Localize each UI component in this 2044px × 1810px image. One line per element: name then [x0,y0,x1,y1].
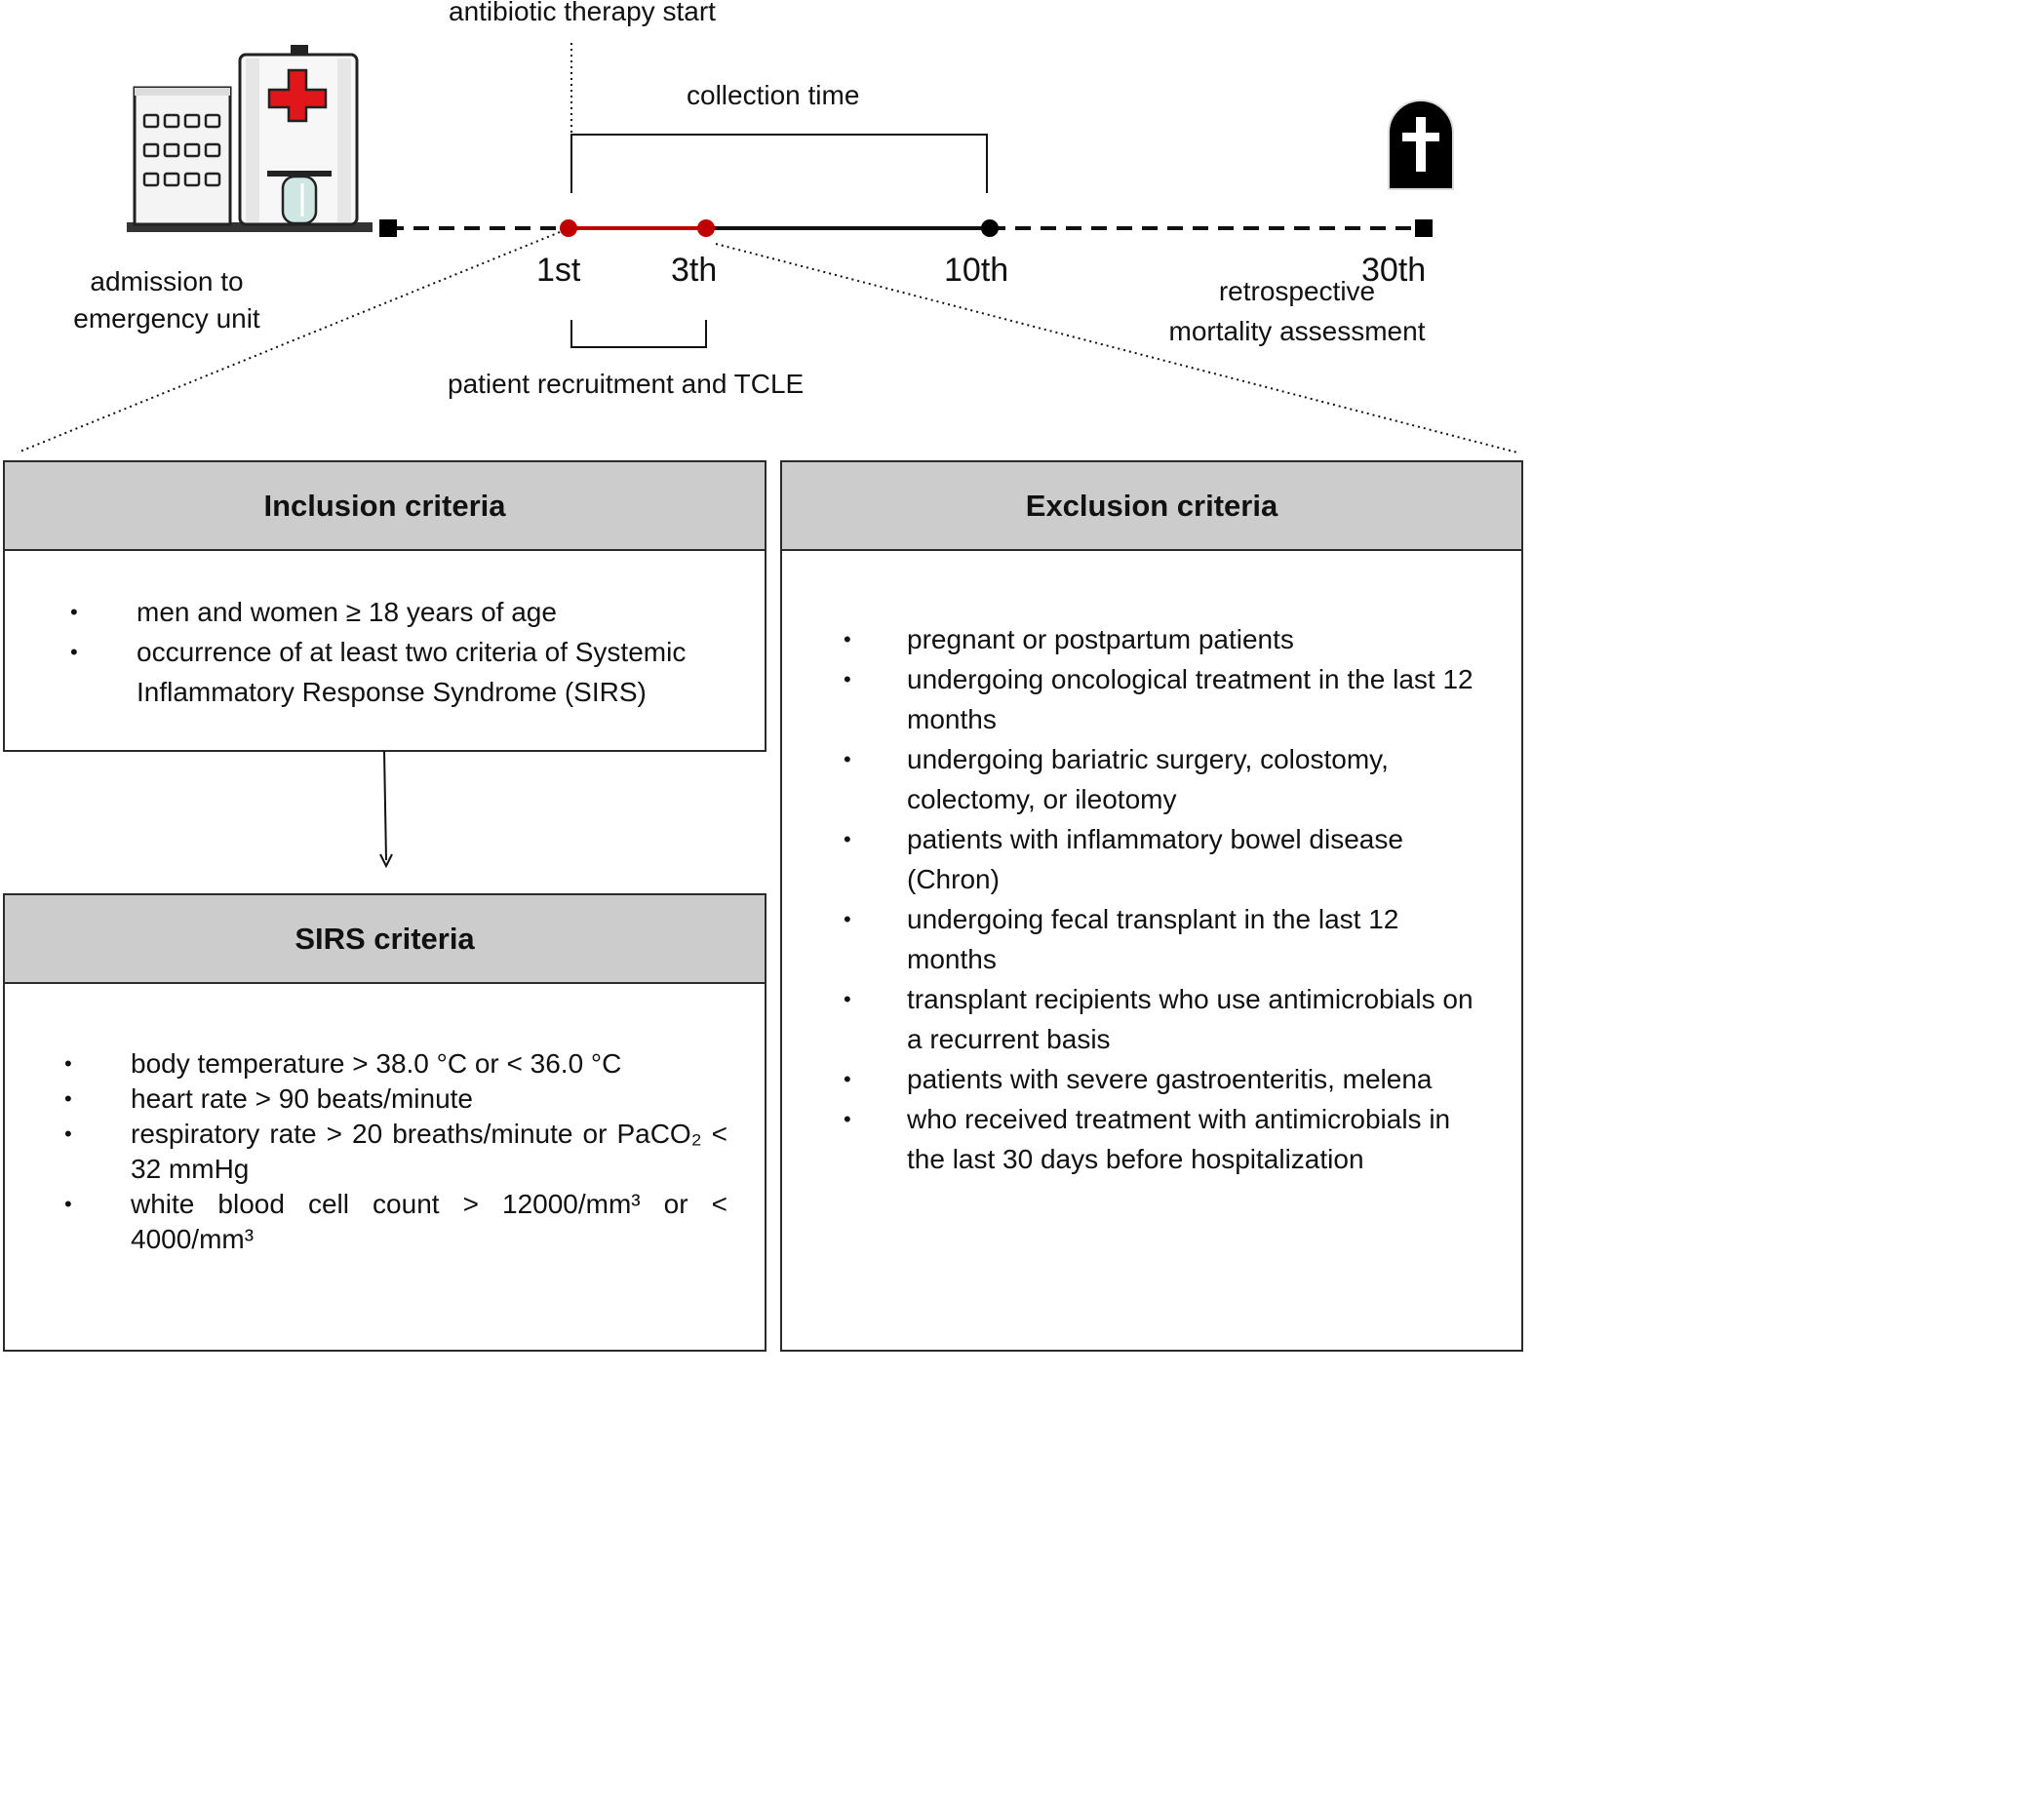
tick-3th: 3th [671,252,718,289]
inclusion-item-text: occurrence of at least two criteria of S… [137,637,687,707]
exclusion-criteria-box: Exclusion criteria • pregnant or postpar… [780,460,1523,1352]
zoom-line-left [17,231,561,453]
sirs-item-text: respiratory rate > 20 breaths/minute or … [131,1119,727,1184]
sirs-criteria-list: • body temperature > 38.0 °C or < 36.0 °… [64,1046,727,1257]
tombstone-icon [1388,99,1454,190]
inclusion-item-text: men and women ≥ 18 years of age [137,597,557,627]
exclusion-criteria-list: • pregnant or postpartum patients • unde… [844,619,1482,1179]
inclusion-criteria-title: Inclusion criteria [5,462,765,551]
tick-30th: 30th [1361,252,1427,289]
sirs-criteria-box: SIRS criteria • body temperature > 38.0 … [3,893,766,1352]
hospital-icon [127,45,373,232]
list-item: • pregnant or postpartum patients [844,624,1294,654]
sirs-item-text: heart rate > 90 beats/minute [131,1083,473,1114]
sirs-item-text: body temperature > 38.0 °C or < 36.0 °C [131,1048,622,1079]
recruitment-label: patient recruitment and TCLE [448,369,805,399]
exclusion-item-text: undergoing bariatric surgery, colostomy,… [907,744,1389,814]
mortality-label: retrospective mortality assessment [1168,276,1426,346]
day1-marker [560,219,577,237]
day30-marker [1415,219,1433,237]
list-item: • white blood cell count > 12000/mm³ or … [64,1189,727,1254]
exclusion-item-text: patients with inflammatory bowel disease… [907,824,1403,894]
exclusion-criteria-title: Exclusion criteria [782,462,1521,551]
admission-marker [379,219,397,237]
exclusion-item-text: undergoing oncological treatment in the … [907,664,1474,734]
day10-marker [981,219,999,237]
list-item: • transplant recipients who use antimicr… [844,984,1474,1054]
list-item: • men and women ≥ 18 years of age [70,597,557,627]
inclusion-criteria-box: Inclusion criteria • men and women ≥ 18 … [3,460,766,752]
inclusion-criteria-list: • men and women ≥ 18 years of age • occu… [70,592,741,712]
list-item: • heart rate > 90 beats/minute [64,1083,473,1114]
collection-bracket [570,134,988,193]
list-item: • occurrence of at least two criteria of… [70,637,687,707]
tick-1st: 1st [536,252,581,289]
list-item: • respiratory rate > 20 breaths/minute o… [64,1119,727,1184]
list-item: • patients with inflammatory bowel disea… [844,824,1403,894]
list-item: • undergoing fecal transplant in the las… [844,904,1399,974]
list-item: • undergoing bariatric surgery, colostom… [844,744,1389,814]
antibiotic-start-label: antibiotic therapy start [449,0,716,26]
timeline-diagram [17,43,1518,453]
sirs-item-text: white blood cell count > 12000/mm³ or < … [131,1189,727,1254]
list-item: • patients with severe gastroenteritis, … [844,1064,1433,1094]
day3-marker [697,219,715,237]
sirs-criteria-title: SIRS criteria [5,895,765,984]
tick-10th: 10th [944,252,1009,289]
recruitment-bracket [570,320,707,348]
exclusion-item-text: patients with severe gastroenteritis, me… [907,1064,1433,1094]
list-item: • who received treatment with antimicrob… [844,1104,1451,1174]
inclusion-to-sirs-arrow [379,751,393,869]
exclusion-item-text: who received treatment with antimicrobia… [907,1104,1451,1174]
list-item: • undergoing oncological treatment in th… [844,664,1474,734]
exclusion-item-text: pregnant or postpartum patients [907,624,1294,654]
exclusion-item-text: transplant recipients who use antimicrob… [907,984,1474,1054]
list-item: • body temperature > 38.0 °C or < 36.0 °… [64,1048,622,1079]
admission-label: admission to emergency unit [73,266,260,334]
collection-time-label: collection time [687,80,860,110]
exclusion-item-text: undergoing fecal transplant in the last … [907,904,1399,974]
